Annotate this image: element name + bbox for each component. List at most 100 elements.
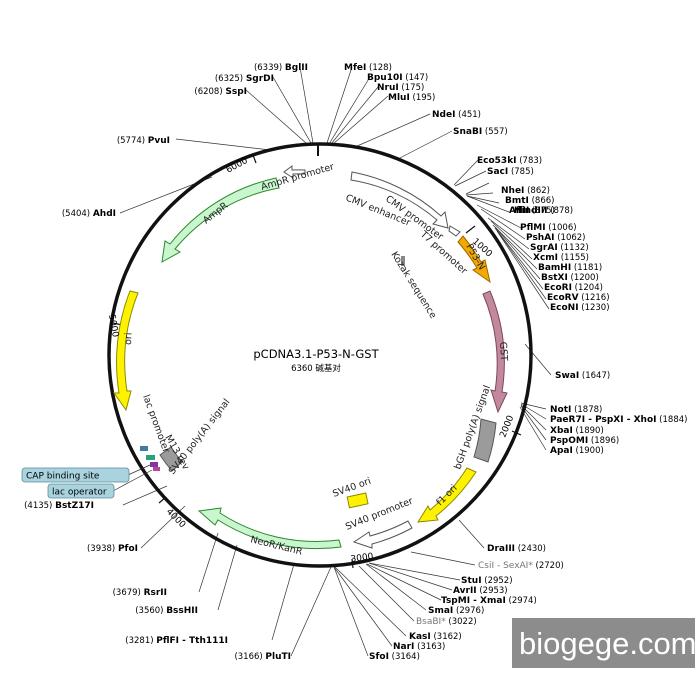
site-name: PfoI [118, 544, 138, 554]
p53-arrow [457, 235, 491, 284]
site-name: PaeR7I - PspXI - XhoI [550, 415, 656, 425]
kozak-marker [401, 256, 405, 266]
site-label-34: CsiI - SexAI* (2720) [478, 561, 564, 571]
site-name: XbaI [550, 426, 573, 436]
tick-label-5000: 5000 [106, 314, 120, 339]
site-name: NotI [550, 405, 571, 415]
site-position: (1896) [588, 436, 619, 446]
site-name: DraIII [487, 544, 515, 554]
site-label-8: NruI (175) [377, 83, 424, 93]
site-position: (1900) [573, 446, 604, 456]
site-label-42: SfoI (3164) [369, 652, 420, 662]
site-label-47: (3938) PfoI [87, 544, 138, 554]
site-label-6: MfeI (128) [344, 63, 392, 73]
cap-site-marker [150, 462, 158, 467]
site-position: (6325) [215, 74, 246, 84]
site-label-4: (5774) PvuI [117, 136, 170, 146]
t7-promoter-arrow [448, 225, 461, 237]
site-label-24: EcoRI (1204) [544, 283, 603, 293]
site-name: PvuI [148, 136, 170, 146]
site-name: BstZ17I [55, 501, 94, 511]
site-name: SmaI [428, 606, 453, 616]
site-position: (866) [529, 196, 555, 206]
site-position: (175) [399, 83, 425, 93]
cap-site-callout: CAP binding site [21, 464, 151, 483]
site-position: (1132) [558, 243, 589, 253]
site-label-7: Bpu10I (147) [367, 73, 428, 83]
sv40-polya-label: SV40 poly(A) signal [167, 397, 233, 477]
site-label-22: BamHI (1181) [538, 263, 602, 273]
site-name: HindIII [514, 206, 548, 216]
site-label-44: (3281) PflFI - Tth111I [125, 636, 228, 646]
site-position: (2974) [506, 596, 537, 606]
site-label-2: (6325) SgrDI [215, 74, 274, 84]
site-position: (4135) [24, 501, 55, 511]
site-label-19: PshAI (1062) [526, 233, 586, 243]
site-position: (6339) [254, 63, 285, 73]
site-position: (2720) [533, 561, 564, 571]
site-name: StuI [461, 576, 482, 586]
site-label-10: NdeI (451) [432, 110, 481, 120]
site-name: XcmI [533, 253, 558, 263]
watermark-text: biogege.com [519, 626, 697, 661]
site-name: KasI [409, 632, 431, 642]
lac-promoter-marker [146, 455, 155, 460]
site-label-35: StuI (2952) [461, 576, 513, 586]
site-name: NruI [377, 83, 399, 93]
site-label-30: XbaI (1890) [550, 426, 604, 436]
site-name: AvrII [453, 586, 477, 596]
kozak-label: Kozak sequence [388, 250, 438, 321]
plasmid-size: 6360 碱基对 [291, 363, 341, 374]
site-label-40: KasI (3162) [409, 632, 462, 642]
site-position: (128) [366, 63, 392, 73]
site-label-1: (6339) BglII [254, 63, 308, 73]
site-label-21: XcmI (1155) [533, 253, 589, 263]
site-name: NheI [501, 186, 524, 196]
ori-arrow [113, 290, 139, 412]
site-position: (147) [403, 73, 429, 83]
site-label-36: AvrII (2953) [453, 586, 508, 596]
m13-rev-marker [140, 446, 148, 451]
site-position: (1890) [573, 426, 604, 436]
site-position: (3022) [446, 617, 477, 627]
site-label-33: DraIII (2430) [487, 544, 546, 554]
site-position: (1006) [546, 223, 577, 233]
restriction-site-labels: (6339) BglII(6325) SgrDI (6208) SspI (5774… [24, 63, 687, 662]
ampr-promoter-label: AmpR promoter [260, 161, 336, 192]
site-label-46: (3679) RsrII [113, 588, 167, 598]
site-position: (1884) [656, 415, 687, 425]
site-position: (1155) [558, 253, 589, 263]
site-position: (1216) [579, 293, 610, 303]
site-position: (3163) [414, 642, 445, 652]
site-position: (2952) [482, 576, 513, 586]
site-position: (3281) [125, 636, 156, 646]
site-label-9: MluI (195) [388, 93, 435, 103]
ampr-arrow [161, 177, 280, 263]
site-label-29: PaeR7I - PspXI - XhoI (1884) [550, 415, 687, 425]
site-position: (783) [517, 156, 543, 166]
site-label-25: EcoRV (1216) [547, 293, 610, 303]
plasmid-name: pCDNA3.1-P53-N-GST [253, 347, 379, 361]
site-position: (1200) [568, 273, 599, 283]
tick-label-4000: 4000 [164, 507, 187, 530]
site-label-17: HindIII (878) [514, 206, 573, 216]
site-name: SspI [225, 87, 247, 97]
site-position: (1647) [579, 371, 610, 381]
site-name: MluI [388, 93, 410, 103]
site-label-15: BmtI (866) [505, 196, 554, 206]
site-position: (2953) [477, 586, 508, 596]
site-label-48: (4135) BstZ17I [24, 501, 94, 511]
site-name: PspOMI [550, 436, 588, 446]
site-name: AflII [509, 206, 529, 216]
site-position: (5774) [117, 136, 148, 146]
site-position: (2430) [515, 544, 546, 554]
site-position: (2976) [453, 606, 484, 616]
site-label-45: (3560) BssHII [135, 606, 198, 616]
site-label-23: BstXI (1200) [541, 273, 599, 283]
site-name: EcoRV [547, 293, 579, 303]
site-label-41: NarI (3163) [393, 642, 445, 652]
site-position: (6208) [194, 87, 225, 97]
site-label-28: NotI (1878) [550, 405, 602, 415]
neor-arrow [197, 507, 342, 550]
